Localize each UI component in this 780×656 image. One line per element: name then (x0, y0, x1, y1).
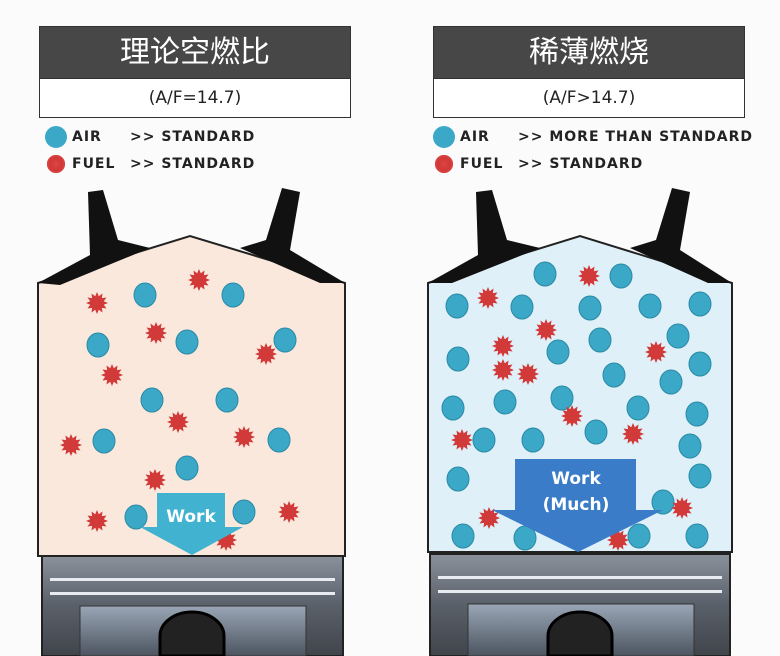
right-cylinder: Work (Much) (427, 188, 733, 656)
air-particle (221, 282, 245, 308)
air-particle (92, 428, 116, 454)
air-particle (602, 362, 626, 388)
air-particle (133, 282, 157, 308)
right-title: 稀薄燃烧 (433, 26, 745, 80)
fuel-particle (144, 469, 166, 491)
fuel-particle (233, 426, 255, 448)
air-particle (86, 332, 110, 358)
fuel-particle (86, 292, 108, 314)
air-particle (175, 455, 199, 481)
air-particle (267, 427, 291, 453)
left-title: 理论空燃比 (39, 26, 351, 80)
air-particle (493, 389, 517, 415)
air-particle (688, 351, 712, 377)
intake-valve (38, 190, 150, 285)
air-particle (685, 401, 709, 427)
work-much-label: (Much) (543, 495, 610, 515)
legend-value: >> STANDARD (130, 129, 256, 145)
exhaust-valve (630, 188, 732, 283)
fuel-particle (101, 364, 123, 386)
fuel-particle (535, 319, 557, 341)
fuel-particle (645, 341, 667, 363)
legend-label: AIR (460, 129, 490, 145)
air-particle (685, 523, 709, 549)
fuel-particle (278, 501, 300, 523)
fuel-particle (492, 335, 514, 357)
air-particle (446, 346, 470, 372)
exhaust-valve (240, 188, 345, 283)
fuel-particle (561, 405, 583, 427)
work-label: Work (551, 469, 601, 489)
air-particle (688, 463, 712, 489)
combustion-chamber (37, 234, 346, 557)
fuel-particle (451, 429, 473, 451)
air-particle (451, 523, 475, 549)
legend-label: FUEL (72, 156, 116, 172)
fuel-particle (578, 265, 600, 287)
air-particle (666, 323, 690, 349)
air-particle (140, 387, 164, 413)
fuel-particle (517, 363, 539, 385)
fuel-particle (60, 434, 82, 456)
air-particle (510, 294, 534, 320)
fuel-particle (477, 287, 499, 309)
air-particle (232, 499, 256, 525)
air-particle (688, 291, 712, 317)
fuel-particle (607, 529, 629, 551)
air-particle (578, 295, 602, 321)
fuel-particle (167, 411, 189, 433)
air-particle (215, 387, 239, 413)
air-particle (609, 263, 633, 289)
legend-value: >> STANDARD (130, 156, 256, 172)
air-particle (446, 466, 470, 492)
air-particle (588, 327, 612, 353)
air-icon (45, 126, 67, 148)
air-particle (124, 504, 148, 530)
work-much-arrow: Work (Much) (492, 459, 663, 552)
air-particle (627, 523, 651, 549)
work-arrow: Work (140, 493, 243, 555)
fuel-particle (671, 497, 693, 519)
piston (41, 555, 344, 656)
legend-value: >> STANDARD (518, 156, 644, 172)
fuel-particle (478, 507, 500, 529)
fuel-particle (255, 343, 277, 365)
air-particle (550, 385, 574, 411)
air-particle (445, 293, 469, 319)
right-ratio: (A/F>14.7) (433, 78, 745, 118)
air-particle (441, 395, 465, 421)
fuel-icon (435, 155, 453, 173)
air-particle (472, 427, 496, 453)
piston (429, 553, 731, 656)
left-ratio: (A/F=14.7) (39, 78, 351, 118)
air-particle (273, 327, 297, 353)
legend-label: FUEL (460, 156, 504, 172)
air-particle (678, 433, 702, 459)
fuel-particle (188, 269, 210, 291)
air-particle (651, 489, 675, 515)
fuel-particle (492, 359, 514, 381)
air-particle (584, 419, 608, 445)
air-particle (546, 339, 570, 365)
fuel-particle (215, 529, 237, 551)
air-particle (626, 395, 650, 421)
fuel-icon (47, 155, 65, 173)
work-label: Work (166, 507, 216, 527)
left-cylinder: Work (37, 188, 346, 656)
fuel-particle (86, 510, 108, 532)
fuel-particle (622, 423, 644, 445)
legend-label: AIR (72, 129, 102, 145)
air-icon (433, 126, 455, 148)
air-particle (175, 329, 199, 355)
intake-valve (428, 190, 540, 283)
air-particle (533, 261, 557, 287)
air-particle (659, 369, 683, 395)
air-particle (521, 427, 545, 453)
air-particle (638, 293, 662, 319)
legend-value: >> MORE THAN STANDARD (518, 129, 754, 145)
fuel-particle (145, 322, 167, 344)
